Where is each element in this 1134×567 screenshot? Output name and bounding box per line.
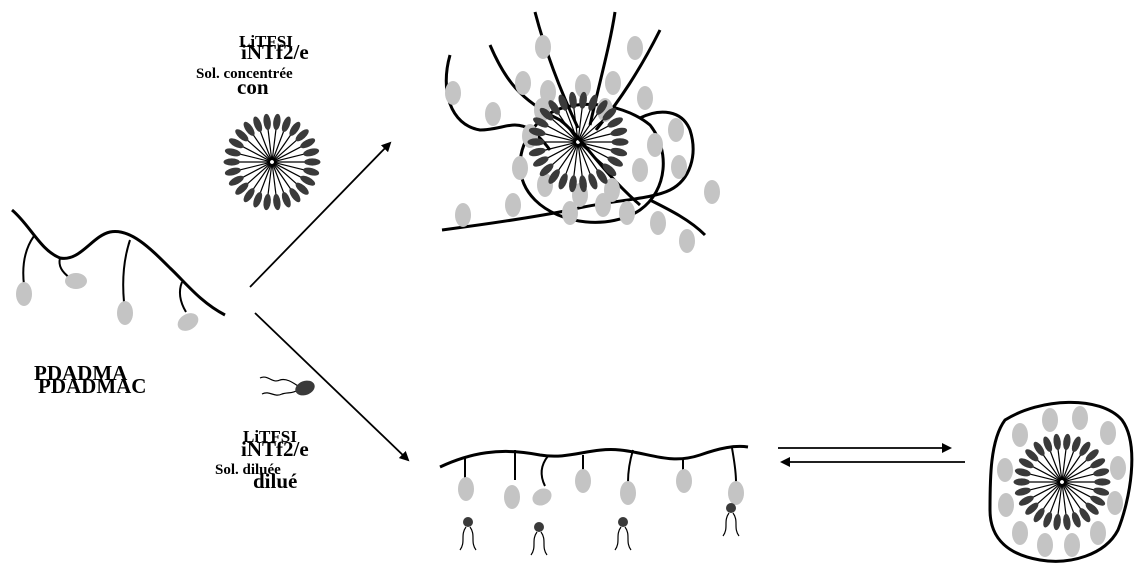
micelle-headgroup [304, 158, 320, 165]
micelle-headgroup [610, 126, 628, 137]
micelle-tail [1064, 482, 1094, 489]
concentrated-complex [442, 12, 720, 253]
dilute-complex [440, 446, 748, 555]
surfactant-icon [531, 522, 547, 555]
micelle-tail [240, 154, 270, 161]
micelle-headgroup [612, 138, 629, 146]
surfactant-icon [260, 377, 317, 398]
bottom-solution-abbrev: dilué [253, 469, 297, 493]
micelle-headgroup [1062, 513, 1071, 530]
micelle-tail [1064, 474, 1094, 481]
micelle-tail [274, 154, 304, 161]
micelle-headgroup [302, 166, 320, 177]
micelle-headgroup [224, 147, 242, 158]
micelle-headgroup [1014, 486, 1032, 497]
micelle-tail [240, 162, 270, 169]
top-solution-abbrev: con [237, 75, 269, 99]
micelle-headgroup [224, 166, 242, 177]
micelle-headgroup [263, 193, 272, 210]
micelle-headgroup [1014, 478, 1030, 485]
top-reagent-formula: iNTf2/e [241, 40, 309, 64]
micelle-tail [1030, 474, 1060, 481]
micelle-icon [224, 113, 321, 210]
micelle-headgroup [272, 193, 281, 210]
micelle-icon [1014, 433, 1111, 530]
micelle-headgroup [1053, 433, 1062, 450]
micelle-tail [545, 134, 576, 142]
micelle-headgroup [302, 147, 320, 158]
micelle-headgroup [528, 138, 545, 146]
surfactant-icon [615, 517, 631, 550]
micelle-headgroup [528, 146, 546, 157]
micelle-headgroup [1094, 478, 1110, 485]
micelle-headgroup [1062, 433, 1071, 450]
micelle-tail [580, 134, 611, 142]
polymer-label-secondary: PDADMAC [38, 374, 146, 398]
micelle-headgroup [610, 146, 628, 157]
micelle-tail [1030, 482, 1060, 489]
wrapped-micelle-complex [990, 402, 1132, 561]
micelle-headgroup [1053, 513, 1062, 530]
micelle-headgroup [1014, 467, 1032, 478]
micelle-headgroup [224, 158, 240, 165]
bottom-reagent-formula: iNTf2/e [241, 437, 309, 461]
micelle-headgroup [272, 113, 281, 130]
free-polymer-chain [12, 210, 225, 334]
micelle-tail [274, 162, 304, 169]
micelle-headgroup [1092, 486, 1110, 497]
micelle-headgroup [1092, 467, 1110, 478]
surfactant-icon [460, 517, 476, 550]
micelle-tail [545, 142, 576, 150]
micelle-headgroup [263, 113, 272, 130]
surfactant-icon [723, 503, 739, 536]
